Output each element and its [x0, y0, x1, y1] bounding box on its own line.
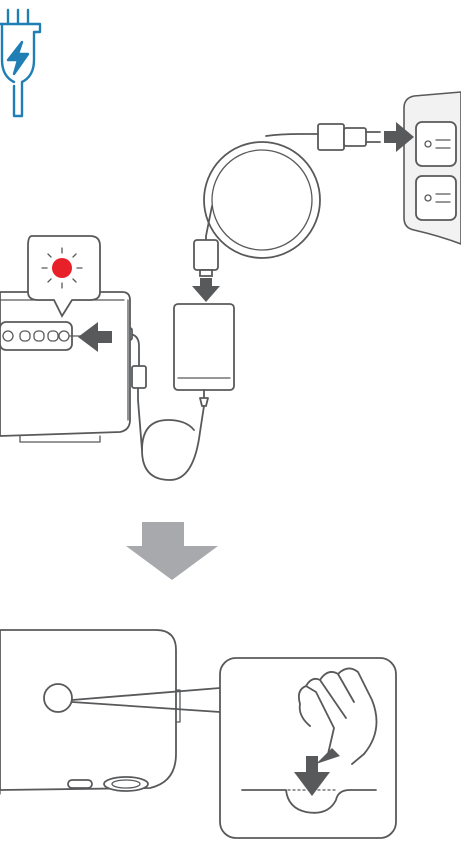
power-adapter-icon [0, 8, 42, 118]
step-arrow-icon [126, 522, 218, 580]
projector-icon [0, 291, 131, 443]
power-adapter-brick [117, 303, 235, 481]
arrow-left-icon [78, 322, 112, 352]
zoom-callout [219, 657, 397, 839]
hand-pointer-icon [297, 667, 378, 765]
projector-top-view [0, 629, 181, 795]
led-indicator-icon [27, 235, 101, 318]
zoom-lines [71, 687, 221, 713]
ac-power-cord [193, 123, 381, 277]
wall-outlet-icon [403, 91, 461, 245]
arrow-down-icon [192, 278, 220, 302]
arrow-right-icon [384, 122, 414, 152]
power-button-icon [43, 683, 73, 713]
